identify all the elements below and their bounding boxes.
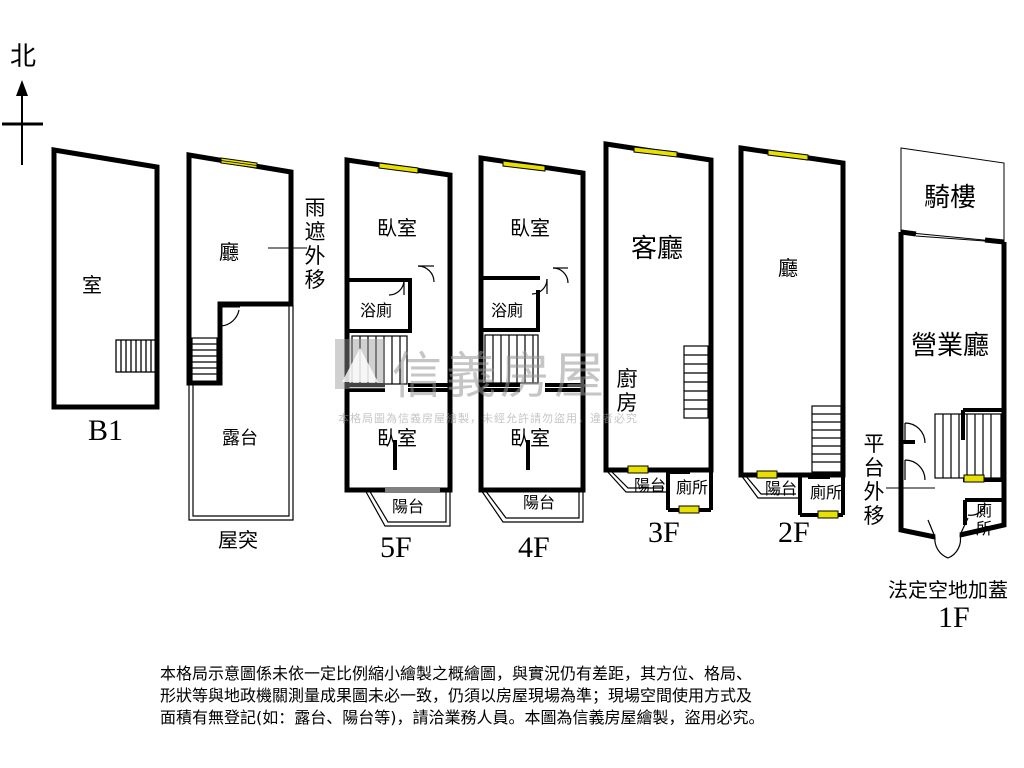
f1-platform-note: 平台外移: [863, 432, 885, 528]
window-icon: [756, 149, 839, 519]
disclaimer-line: 本格局示意圖係未依一定比例縮小繪製之概繪圖，與實況仍有差距，其方位、格局、: [160, 664, 753, 683]
disclaimer-text: 本格局示意圖係未依一定比例縮小繪製之概繪圖，與實況仍有差距，其方位、格局、 形狀…: [160, 663, 860, 729]
window-icon: [502, 160, 546, 172]
north-arrow-icon: [2, 80, 43, 165]
f1-floor-label: 1F: [938, 601, 970, 634]
stairs-icon: [191, 337, 218, 383]
door-icon: [904, 422, 986, 559]
b1-room-label: 室: [82, 273, 102, 297]
f3-living-label: 客廳: [631, 234, 684, 264]
window-icon: [220, 157, 258, 169]
f4-bath-label: 浴廁: [491, 301, 524, 320]
door-icon: [531, 267, 569, 295]
f2-toilet-label: 廁所: [810, 483, 843, 502]
f2-floor-label: 2F: [778, 516, 810, 549]
canopy-note: 雨遮外移: [304, 196, 326, 292]
f4-balcony-label: 陽台: [523, 493, 556, 512]
f3-balcony-label: 陽台: [634, 476, 667, 495]
f3-floor-label: 3F: [648, 516, 680, 549]
window-icon: [378, 162, 419, 174]
b1-floor-label: B1: [88, 414, 124, 447]
f1-business-hall-label: 營業廳: [911, 331, 990, 361]
disclaimer-line: 形狀等與地政機關測量成果圖未必一致，仍須以房屋現場為準；現場空間使用方式及: [160, 686, 753, 705]
plan-4f: [478, 155, 586, 523]
stairs-icon: [934, 413, 1002, 479]
f4-bedroom-top-label: 臥室: [510, 216, 550, 240]
roof-hall-label: 廳: [219, 240, 239, 264]
stairs-icon: [484, 334, 539, 384]
watermark-brand: 信義房屋: [392, 347, 608, 405]
stairs-icon: [683, 345, 709, 419]
f3-kitchen-label: 廚房: [616, 367, 638, 415]
f1-legal-note: 法定空地加蓋: [888, 578, 1008, 602]
disclaimer-line: 面積有無登記(如：露台、陽台等)，請洽業務人員。本圖為信義房屋繪製，盜用必究。: [160, 708, 765, 727]
f1-arcade-label: 騎樓: [924, 183, 977, 213]
f3-toilet-label: 廁所: [676, 478, 709, 497]
f5-balcony-label: 陽台: [392, 497, 425, 516]
f4-floor-label: 4F: [518, 531, 550, 564]
f2-balcony-label: 陽台: [765, 479, 798, 498]
f1-toilet-label: 廁所: [975, 501, 992, 538]
f5-bath-label: 浴廁: [360, 301, 393, 320]
f5-bedroom-bottom-label: 臥室: [377, 426, 417, 450]
roof-terrace-label: 露台: [222, 428, 258, 449]
plan-1f: [886, 147, 1007, 559]
f4-bedroom-bottom-label: 臥室: [510, 426, 550, 450]
door-icon: [220, 306, 240, 327]
window-icon: [627, 146, 700, 514]
f2-hall-label: 廳: [778, 256, 798, 280]
plan-2f: [738, 145, 846, 519]
plan-roof: [186, 152, 307, 521]
plan-3f: [603, 141, 714, 514]
roof-floor-label: 屋突: [218, 528, 258, 552]
plan-b1: [51, 147, 160, 410]
watermark-logo-icon: [334, 338, 386, 390]
f5-floor-label: 5F: [380, 531, 412, 564]
f5-bedroom-top-label: 臥室: [377, 216, 417, 240]
stairs-icon: [115, 339, 157, 373]
door-icon: [388, 265, 435, 296]
north-label: 北: [10, 42, 37, 72]
watermark-notice: 本格局圖為信義房屋繪製，未經允許請勿盜用，違者必究: [338, 412, 638, 425]
stairs-icon: [811, 405, 842, 473]
window-icon: [963, 474, 985, 483]
